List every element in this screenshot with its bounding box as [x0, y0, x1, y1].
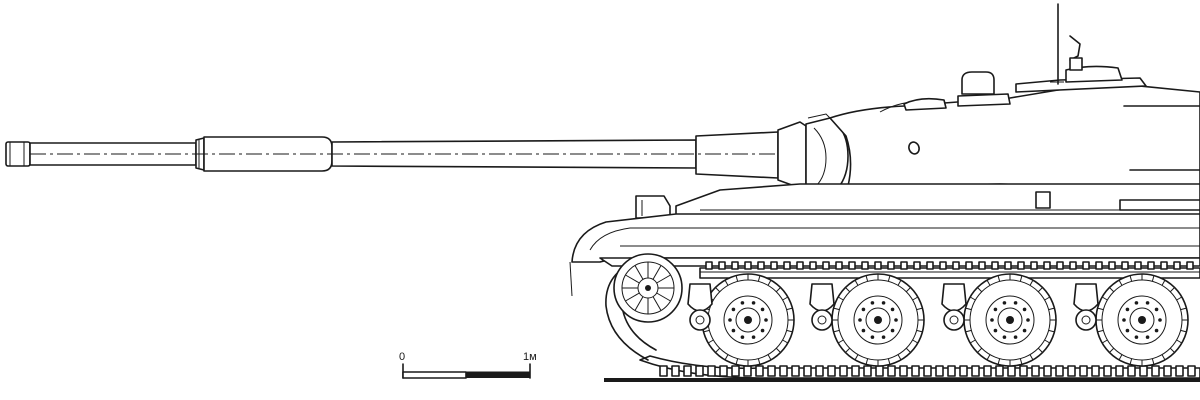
scale-start-label: 0 [399, 351, 405, 363]
gun-barrel [5, 131, 800, 179]
turret [829, 3, 1200, 189]
track-assembly [604, 259, 1200, 382]
road-wheels [701, 273, 1189, 367]
drive-sprocket [613, 253, 683, 323]
scale-end-label: 1м [523, 351, 537, 363]
gun-mantlet [777, 113, 849, 189]
suspension-arms [687, 283, 1099, 331]
scale-bar: 0 1м [399, 351, 537, 379]
